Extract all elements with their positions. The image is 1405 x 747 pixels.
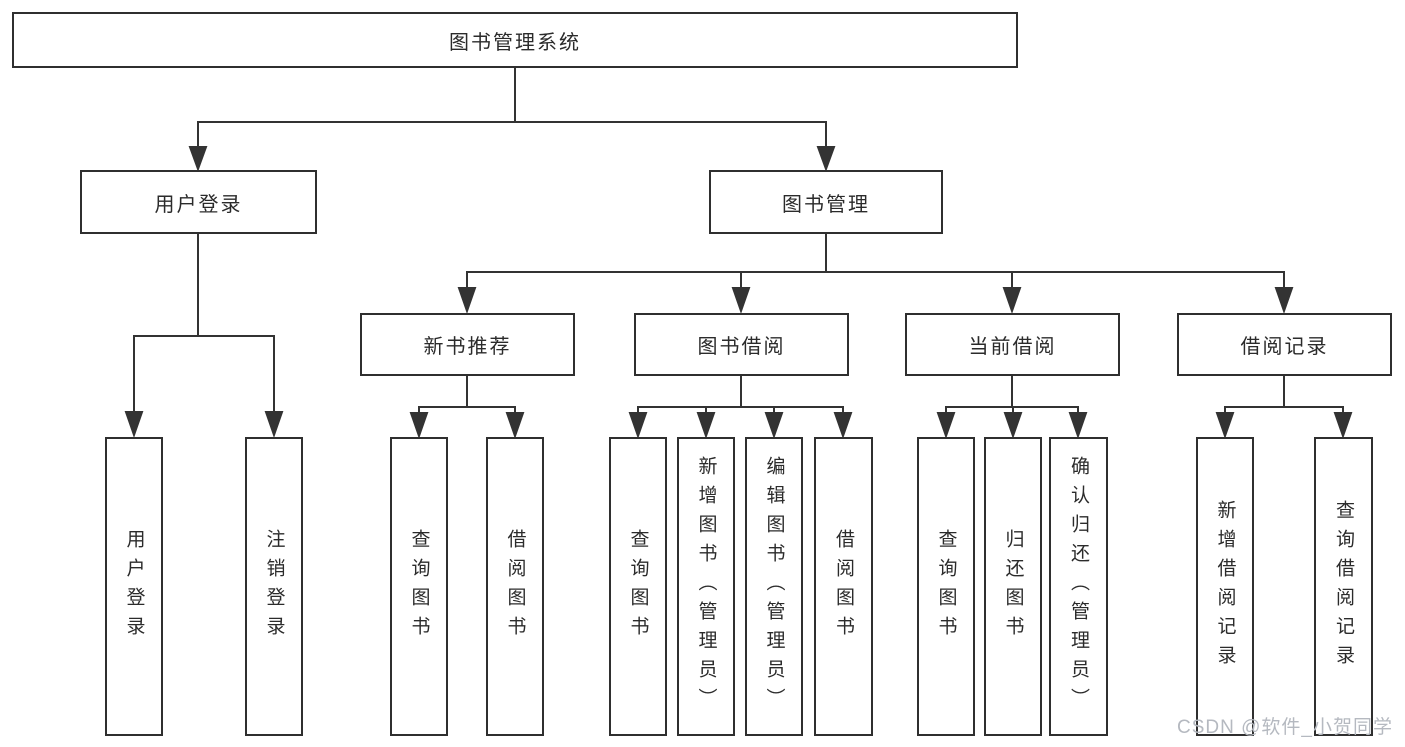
leaf-borrow-books-borrow-label: 借阅图书 [833, 528, 854, 645]
leaf-borrow-books-borrow: 借阅图书 [814, 437, 873, 736]
leaf-query-borrow-record-label: 查询借阅记录 [1333, 499, 1354, 674]
leaf-user-login-label: 用户登录 [123, 528, 145, 645]
leaf-add-borrow-record: 新增借阅记录 [1196, 437, 1254, 736]
leaf-user-login: 用户登录 [105, 437, 163, 736]
node-borrow-records-label: 借阅记录 [1240, 336, 1329, 358]
node-book-borrow: 图书借阅 [634, 313, 849, 376]
leaf-confirm-return-admin-label: 确认归还（管理员） [1068, 456, 1089, 717]
leaf-query-books-borrow: 查询图书 [609, 437, 667, 736]
node-book-management: 图书管理 [709, 170, 943, 234]
leaf-return-book-label: 归还图书 [1002, 528, 1024, 645]
leaf-edit-book-admin: 编辑图书（管理员） [745, 437, 803, 736]
node-borrow-records: 借阅记录 [1177, 313, 1392, 376]
leaf-query-borrow-record: 查询借阅记录 [1314, 437, 1373, 736]
node-root-label: 图书管理系统 [449, 31, 581, 54]
leaf-add-book-admin-label: 新增图书（管理员） [695, 456, 717, 717]
node-book-management-label: 图书管理 [782, 193, 870, 216]
node-user-login: 用户登录 [80, 170, 317, 234]
node-current-borrow-label: 当前借阅 [968, 336, 1057, 358]
node-user-login-label: 用户登录 [154, 193, 243, 216]
node-root: 图书管理系统 [12, 12, 1018, 68]
leaf-add-borrow-record-label: 新增借阅记录 [1214, 499, 1236, 674]
csdn-watermark: CSDN @软件_小贺同学 [1177, 717, 1393, 738]
leaf-logout: 注销登录 [245, 437, 303, 736]
leaf-query-books-current: 查询图书 [917, 437, 975, 736]
leaf-query-books-borrow-label: 查询图书 [627, 528, 649, 645]
leaf-query-books-recommend: 查询图书 [390, 437, 448, 736]
node-new-book-recommend: 新书推荐 [360, 313, 575, 376]
node-book-borrow-label: 图书借阅 [697, 336, 786, 358]
leaf-add-book-admin: 新增图书（管理员） [677, 437, 735, 736]
leaf-borrow-books-recommend-label: 借阅图书 [504, 528, 526, 645]
leaf-logout-label: 注销登录 [263, 528, 285, 645]
node-new-book-recommend-label: 新书推荐 [423, 336, 512, 358]
leaf-return-book: 归还图书 [984, 437, 1042, 736]
leaf-borrow-books-recommend: 借阅图书 [486, 437, 544, 736]
leaf-query-books-current-label: 查询图书 [935, 528, 957, 645]
leaf-confirm-return-admin: 确认归还（管理员） [1049, 437, 1108, 736]
leaf-query-books-recommend-label: 查询图书 [408, 528, 430, 645]
node-current-borrow: 当前借阅 [905, 313, 1120, 376]
leaf-edit-book-admin-label: 编辑图书（管理员） [763, 456, 785, 717]
